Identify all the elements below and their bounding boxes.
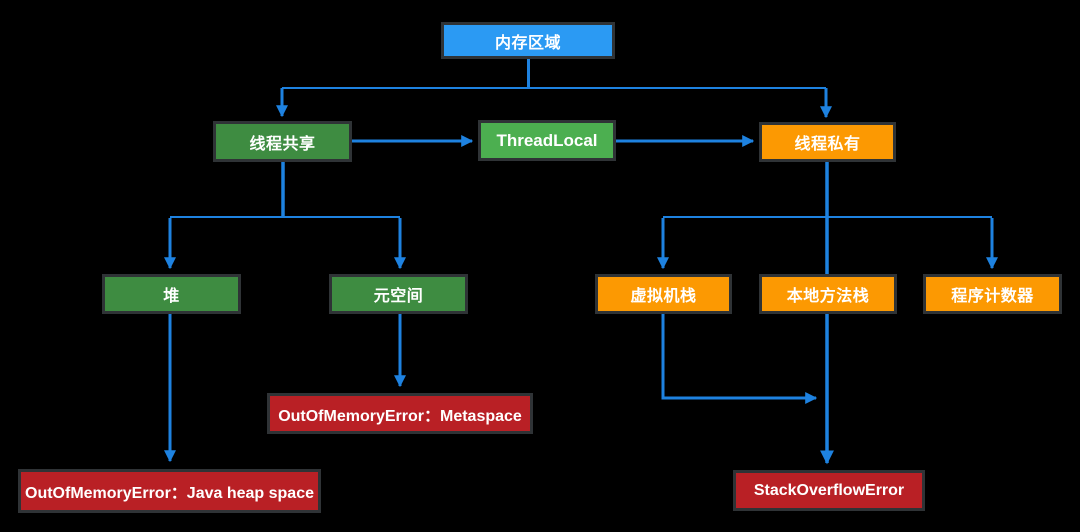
node-thread-private: 线程私有 [759,122,896,162]
node-stack-overflow: StackOverflowError [733,470,925,511]
edge-vm-stack-to-stack-overflow [661,314,818,404]
node-thread-local: ThreadLocal [478,120,616,161]
node-vm-stack: 虚拟机栈 [595,274,732,314]
node-heap: 堆 [102,274,241,314]
node-program-counter: 程序计数器 [923,274,1062,314]
node-native-method-stack: 本地方法栈 [759,274,897,314]
node-memory-area: 内存区域 [441,22,615,59]
node-metaspace: 元空间 [329,274,468,314]
node-oom-metaspace: OutOfMemoryError：Metaspace [267,393,533,434]
node-oom-heap: OutOfMemoryError：Java heap space [18,469,321,513]
node-thread-shared: 线程共享 [213,121,352,162]
